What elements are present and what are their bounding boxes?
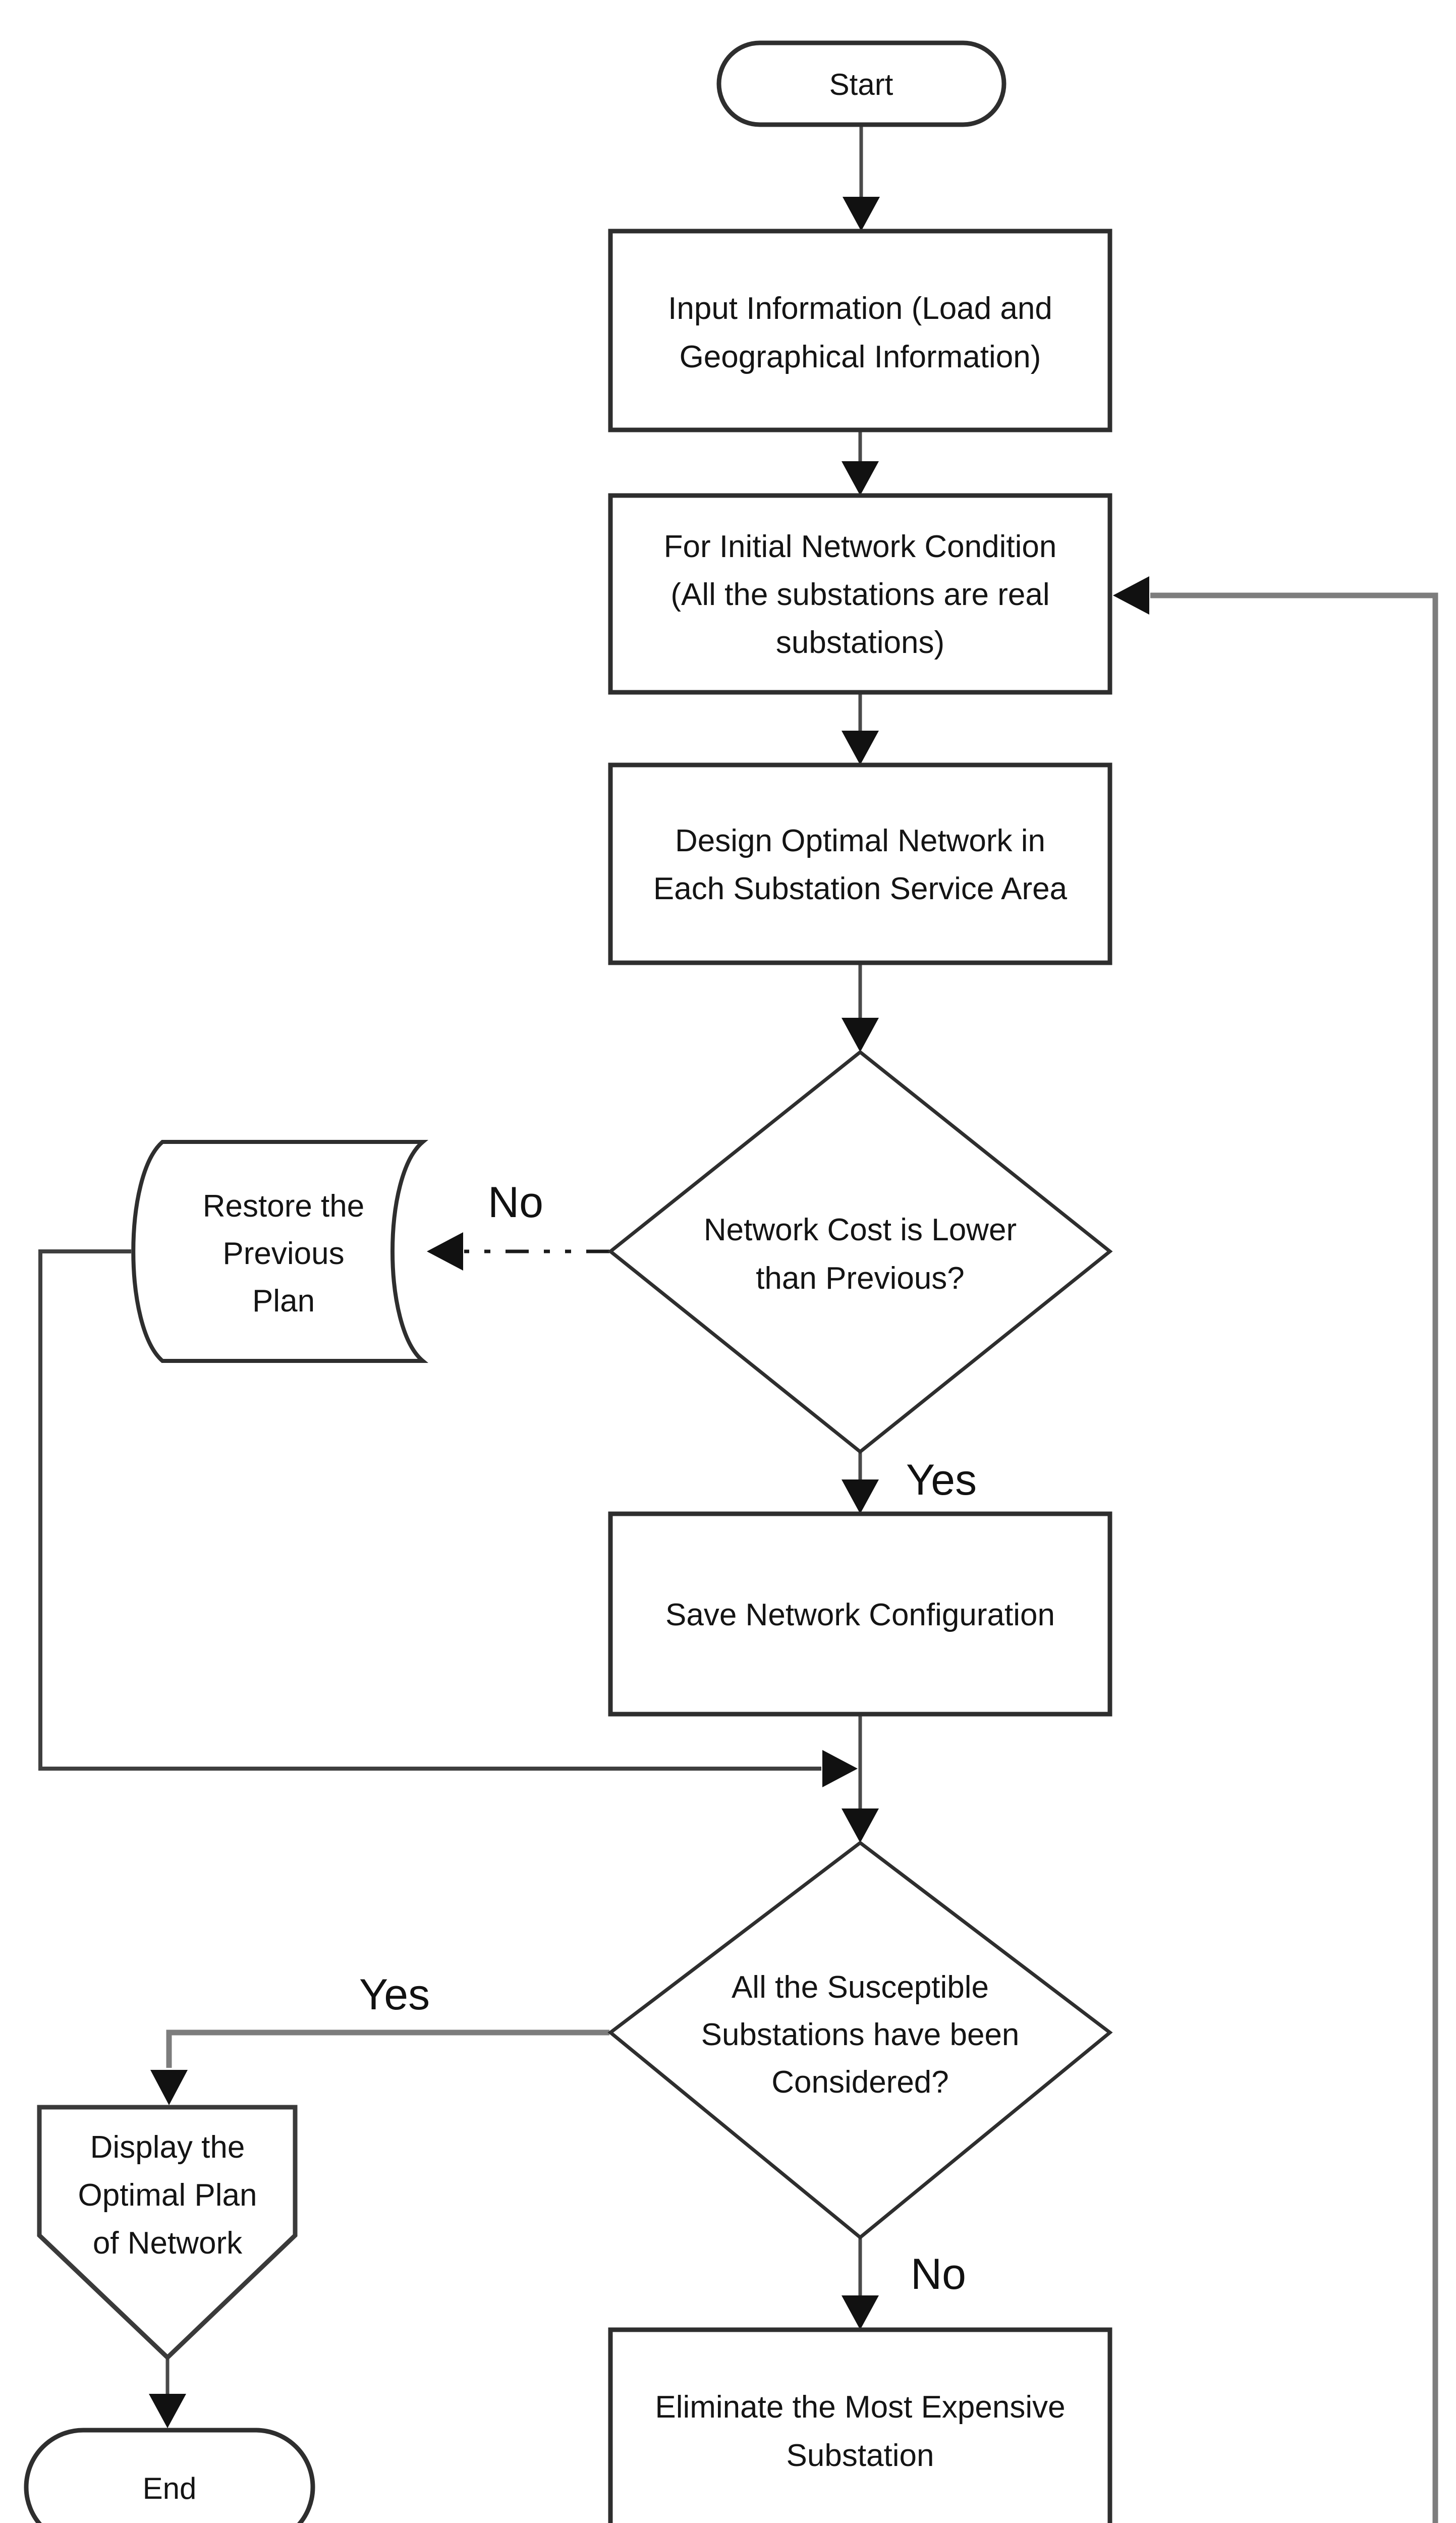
start-label: Start bbox=[829, 68, 893, 101]
design-network-line2: Each Substation Service Area bbox=[653, 871, 1068, 906]
edge-label-no-considered: No bbox=[911, 2250, 966, 2298]
restore-plan-line1: Restore the bbox=[203, 1189, 365, 1224]
arrowhead-into-initial bbox=[842, 461, 879, 496]
eliminate-substation-line1: Eliminate the Most Expensive bbox=[655, 2390, 1065, 2425]
restore-plan-line2: Previous bbox=[222, 1236, 344, 1271]
edge-yes-to-display bbox=[166, 2030, 609, 2068]
input-information-line1: Input Information (Load and bbox=[668, 291, 1052, 326]
display-plan-line2: Optimal Plan bbox=[78, 2178, 257, 2213]
save-configuration-box bbox=[608, 1511, 1112, 1717]
initial-condition-line2: (All the substations are real bbox=[670, 577, 1049, 612]
arrowhead-into-junction bbox=[822, 1750, 858, 1787]
node-initial-condition: For Initial Network Condition (All the s… bbox=[608, 493, 1112, 695]
arrowhead-into-design bbox=[842, 731, 879, 765]
edge-feedback-loop bbox=[1150, 592, 1438, 2523]
edge-label-yes-cost: Yes bbox=[906, 1456, 977, 1504]
arrowhead-into-restore bbox=[427, 1232, 463, 1271]
arrowhead-feedback-into-initial bbox=[1113, 576, 1149, 615]
node-start: Start bbox=[716, 40, 1006, 127]
save-configuration-line1: Save Network Configuration bbox=[665, 1598, 1055, 1632]
node-save-configuration: Save Network Configuration bbox=[608, 1511, 1112, 1717]
eliminate-substation-box bbox=[608, 2327, 1112, 2523]
restore-plan-line3: Plan bbox=[252, 1284, 315, 1319]
display-plan-line1: Display the bbox=[90, 2130, 245, 2165]
arrowhead-into-decision1 bbox=[842, 1018, 879, 1052]
cost-lower-line1: Network Cost is Lower bbox=[704, 1213, 1017, 1247]
arrowhead-into-eliminate bbox=[842, 2295, 879, 2330]
arrowhead-into-display bbox=[150, 2070, 188, 2105]
input-information-line2: Geographical Information) bbox=[680, 340, 1041, 374]
eliminate-substation-line2: Substation bbox=[787, 2438, 934, 2473]
node-end: End bbox=[24, 2428, 315, 2523]
initial-condition-line3: substations) bbox=[776, 625, 944, 660]
connectors bbox=[38, 125, 1438, 2523]
all-considered-line2: Substations have been bbox=[701, 2017, 1020, 2052]
edge-restore-to-junction bbox=[38, 1249, 821, 1771]
cost-lower-diamond bbox=[607, 1050, 1113, 1454]
arrowhead-into-end bbox=[149, 2394, 186, 2428]
node-design-network: Design Optimal Network in Each Substatio… bbox=[608, 762, 1112, 965]
edge-labels: No Yes Yes No bbox=[359, 1178, 977, 2298]
all-considered-line1: All the Susceptible bbox=[732, 1970, 989, 2005]
cost-lower-line2: than Previous? bbox=[756, 1261, 965, 1296]
display-plan-pentagon bbox=[37, 2105, 298, 2361]
initial-condition-line1: For Initial Network Condition bbox=[664, 529, 1057, 564]
arrowhead-into-save bbox=[842, 1479, 879, 1514]
node-all-considered-decision: All the Susceptible Substations have bee… bbox=[607, 1840, 1113, 2240]
input-information-box bbox=[608, 229, 1112, 432]
end-label: End bbox=[143, 2472, 197, 2505]
node-cost-lower-decision: Network Cost is Lower than Previous? bbox=[607, 1050, 1113, 1454]
node-display-plan: Display the Optimal Plan of Network bbox=[37, 2105, 298, 2361]
edge-label-no-cost: No bbox=[488, 1178, 543, 1227]
start-terminator-shape bbox=[716, 40, 1006, 127]
nodes: Start Input Information (Load and Geogra… bbox=[24, 40, 1113, 2523]
node-restore-plan: Restore the Previous Plan bbox=[131, 1140, 428, 1363]
all-considered-line3: Considered? bbox=[771, 2065, 949, 2100]
node-eliminate-substation: Eliminate the Most Expensive Substation bbox=[608, 2327, 1112, 2523]
end-terminator-shape bbox=[24, 2428, 315, 2523]
node-input-information: Input Information (Load and Geographical… bbox=[608, 229, 1112, 432]
initial-condition-box bbox=[608, 493, 1112, 695]
design-network-box bbox=[608, 762, 1112, 965]
display-plan-line3: of Network bbox=[93, 2226, 243, 2261]
arrowhead-into-decision2 bbox=[842, 1808, 879, 1843]
edge-label-yes-considered: Yes bbox=[359, 1970, 430, 2019]
restore-plan-shape bbox=[131, 1140, 428, 1363]
arrowhead-into-input bbox=[843, 197, 880, 231]
all-considered-diamond bbox=[607, 1840, 1113, 2240]
design-network-line1: Design Optimal Network in bbox=[675, 824, 1045, 858]
